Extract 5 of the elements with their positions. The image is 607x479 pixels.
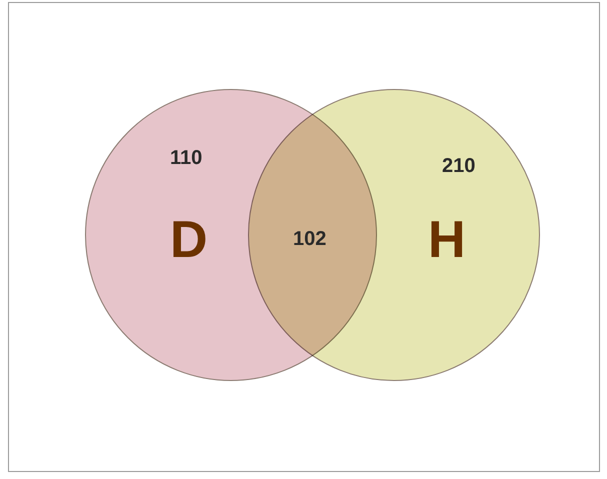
set-label: H (428, 214, 466, 266)
count-label: 110 (170, 148, 202, 168)
count-label: 102 (293, 229, 326, 249)
set-label: D (170, 214, 208, 266)
count-label: 210 (442, 156, 476, 176)
